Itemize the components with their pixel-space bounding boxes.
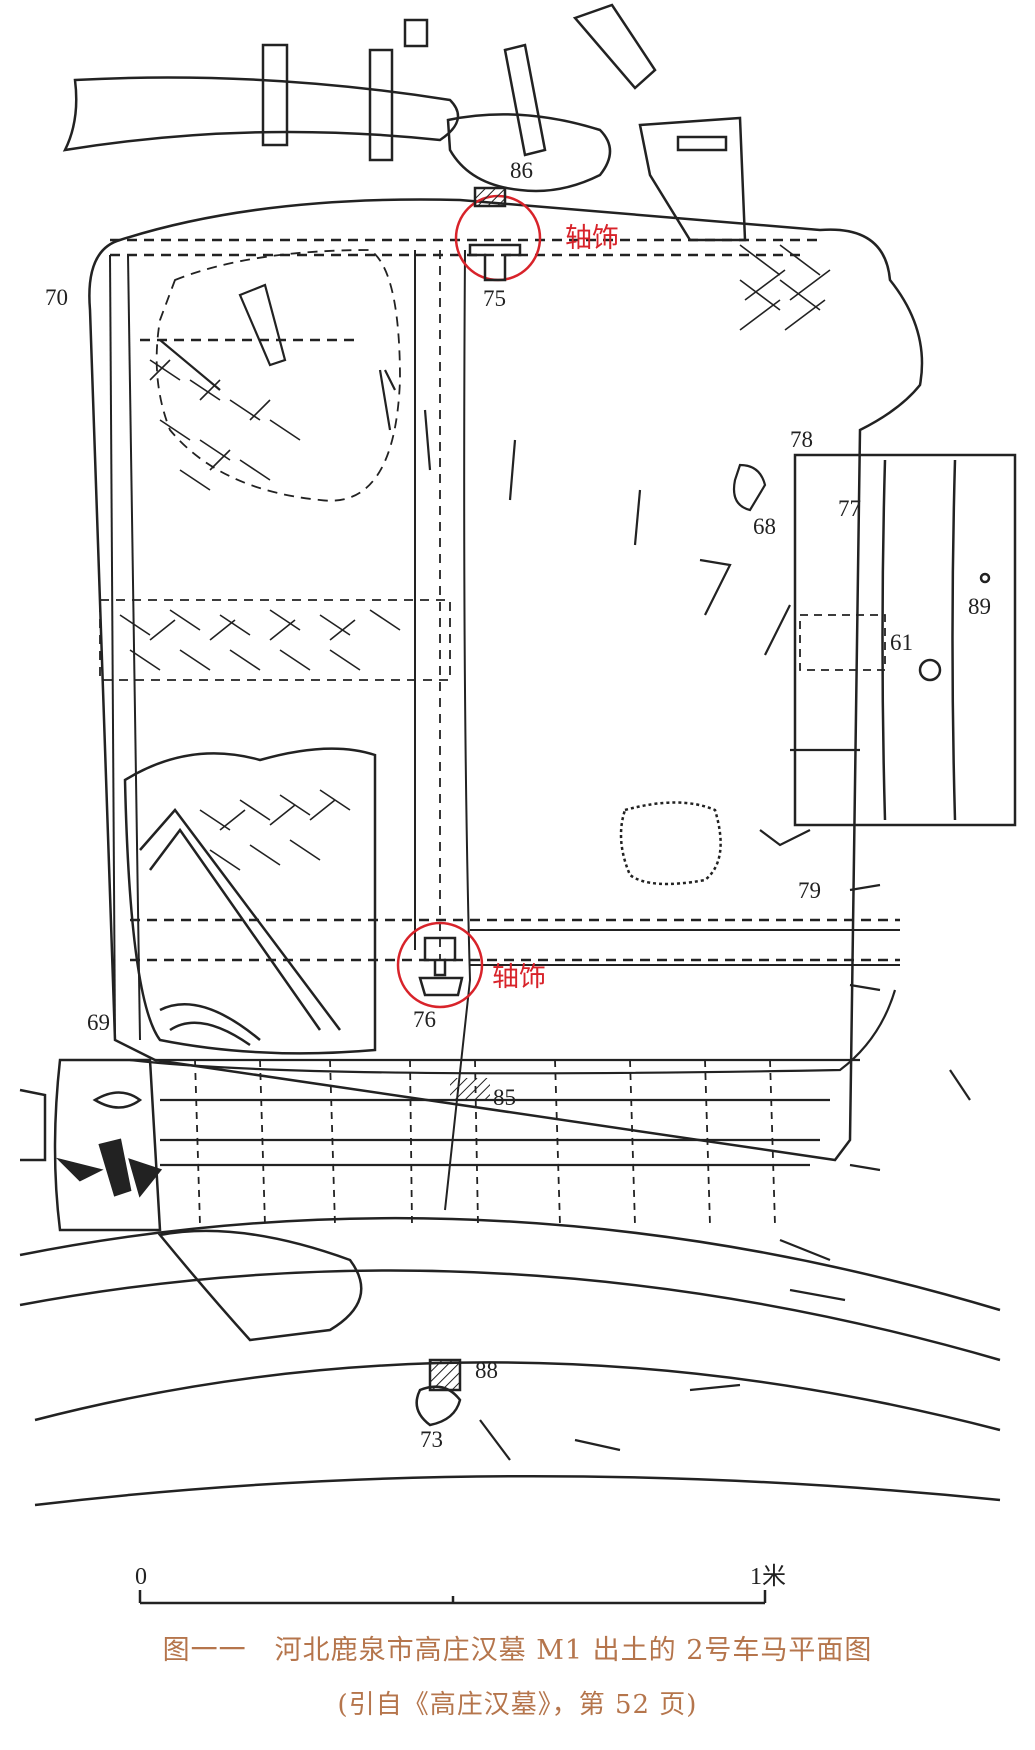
label-70: 70 — [45, 285, 68, 310]
axle-ornament-label-bottom: 轴饰 — [492, 962, 546, 993]
chariot-plan-drawing: 70 75 86 78 77 68 89 61 79 76 69 85 88 7… — [19, 3, 1017, 1605]
label-73: 73 — [420, 1427, 443, 1452]
label-86: 86 — [510, 158, 533, 183]
chariot-box — [88, 198, 924, 1211]
label-78: 78 — [790, 427, 813, 452]
scale-end-label: 1米 — [750, 1563, 786, 1590]
label-75: 75 — [483, 286, 506, 311]
label-88: 88 — [475, 1358, 498, 1383]
axle-ornament-label-top: 轴饰 — [565, 223, 619, 254]
label-79: 79 — [798, 878, 821, 903]
side-board — [793, 453, 1017, 827]
cloth-marks — [119, 244, 831, 871]
label-85: 85 — [493, 1085, 516, 1110]
axle-ornament-markers — [396, 194, 542, 1009]
mat-blob — [619, 801, 722, 886]
label-77: 77 — [838, 496, 861, 521]
label-69: 69 — [87, 1010, 110, 1035]
wheel-area — [19, 1058, 1001, 1507]
label-68: 68 — [753, 514, 776, 539]
label-76: 76 — [413, 1007, 436, 1032]
label-89: 89 — [968, 594, 991, 619]
caption-source: (引自《高庄汉墓》，第 52 页) — [337, 1690, 698, 1720]
yoke-area — [62, 3, 747, 242]
lower-left-panel — [123, 747, 377, 1055]
axle-ornament-shapes — [418, 186, 522, 997]
caption-title: 图一一 河北鹿泉市高庄汉墓 M1 出土的 2号车马平面图 — [162, 1635, 873, 1666]
label-61: 61 — [890, 630, 913, 655]
scale-bar — [138, 1590, 767, 1605]
fittings — [159, 283, 971, 1461]
scale-start-label: 0 — [135, 1564, 147, 1590]
